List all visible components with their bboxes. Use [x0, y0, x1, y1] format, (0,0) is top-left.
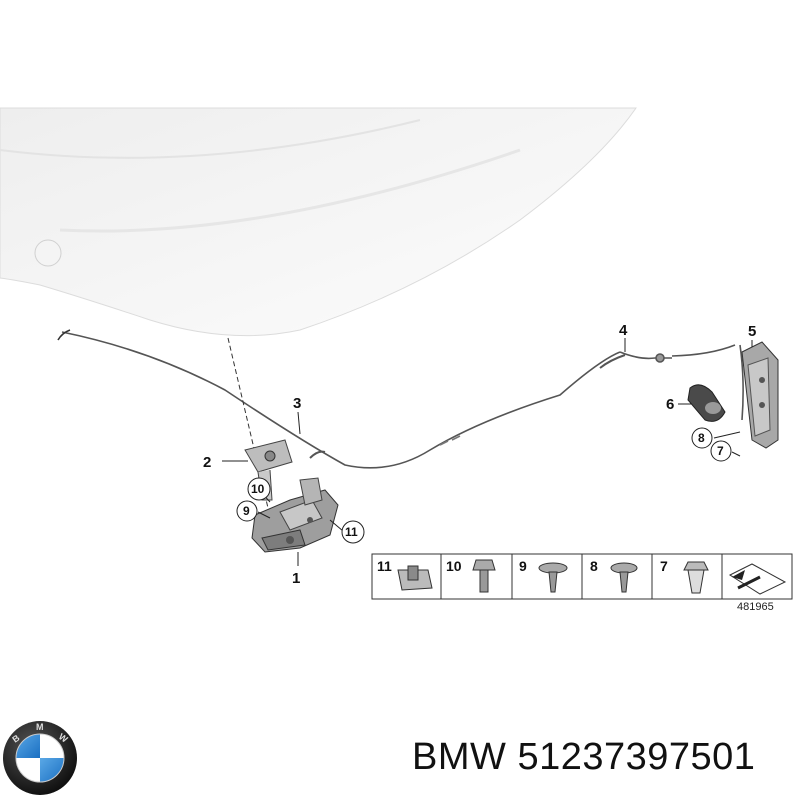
hood-emblem-mount — [34, 239, 62, 267]
legend-number: 11 — [377, 558, 392, 574]
part-caption: BMW 51237397501 — [412, 736, 755, 779]
callout-9-circle: 9 — [236, 500, 258, 522]
callout-11-circle: 11 — [341, 520, 365, 544]
bmw-logo: B M W — [3, 721, 77, 795]
legend-cell-11: 11 — [377, 558, 433, 591]
hood-lock-part — [251, 477, 339, 553]
spring-nut-icon — [397, 565, 433, 591]
callout-10-circle: 10 — [247, 477, 271, 501]
bowden-cable — [57, 329, 744, 469]
release-handle-part — [687, 384, 726, 422]
callout-10: 10 — [251, 482, 265, 496]
legend-number: 8 — [590, 558, 598, 574]
callout-4: 4 — [619, 322, 628, 339]
legend-cell-9: 9 — [519, 558, 568, 593]
hex-bolt-icon — [472, 559, 496, 593]
svg-text:M: M — [36, 722, 44, 732]
callout-2: 2 — [203, 454, 211, 471]
diagram-reference-number: 481965 — [737, 601, 774, 613]
callout-5: 5 — [748, 323, 756, 340]
callout-leader-lines — [222, 338, 753, 566]
svg-text:B: B — [10, 732, 21, 744]
callout-7: 7 — [717, 444, 724, 458]
callout-6: 6 — [666, 396, 674, 413]
caption-brand: BMW — [412, 736, 507, 778]
caption-part-number: 51237397501 — [517, 736, 756, 778]
legend-number: 10 — [446, 558, 462, 574]
callout-3: 3 — [293, 395, 301, 412]
flange-screw-icon — [610, 562, 638, 593]
legend-cell-7: 7 — [660, 558, 709, 594]
callout-8-circle: 8 — [691, 427, 713, 449]
callout-8: 8 — [698, 431, 705, 445]
callout-9: 9 — [243, 504, 250, 518]
release-bracket-part — [741, 341, 779, 449]
flange-screw-icon — [538, 562, 568, 593]
legend-cell-8: 8 — [590, 558, 638, 593]
hood-panel — [0, 107, 637, 337]
parts-legend: 11 10 9 8 — [371, 553, 793, 600]
legend-cell-10: 10 — [446, 558, 496, 593]
expanding-nut-icon — [683, 561, 709, 594]
direction-arrow-icon — [728, 563, 787, 595]
callout-11: 11 — [345, 525, 358, 539]
callout-7-circle: 7 — [710, 440, 732, 462]
legend-cell-arrow — [728, 563, 787, 595]
callout-1: 1 — [292, 570, 300, 587]
legend-number: 9 — [519, 558, 527, 574]
legend-number: 7 — [660, 558, 668, 574]
